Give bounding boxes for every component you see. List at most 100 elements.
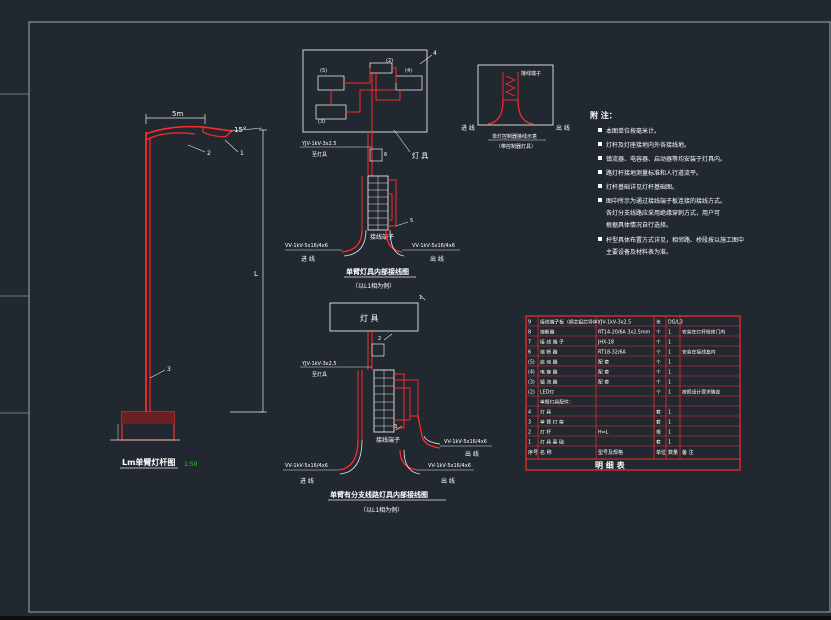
note-bullet (598, 184, 602, 188)
wiring2-number-1: 1 (419, 295, 422, 301)
wiring1-subtitle: （以L1相为例） (352, 282, 395, 290)
fuse-box (369, 148, 383, 162)
table-cell: 4 (528, 410, 531, 416)
wiring1-cable-left-label: YJV-1kV-3x2.5 (301, 141, 337, 147)
note-item: 镇流器、电容器、启动器等均安装于灯具内。 (606, 155, 726, 163)
wiring1-cable-left-sub: 至灯具 (312, 151, 327, 158)
sheet-frame (28, 21, 831, 613)
pole-label-1: 1 (240, 150, 244, 157)
table-cell: 接 线 端 子 (540, 339, 564, 346)
terminal-slots (374, 370, 394, 432)
table-cell: 单臂灯具配件： (540, 399, 574, 406)
leader-line (395, 425, 403, 431)
lamp-cable (367, 331, 373, 370)
table-cell: 配 套 (598, 359, 609, 366)
component-box (395, 75, 423, 91)
pole-drawing: 5m 15° L 2 1 3 Lm单臂灯杆图 1:50 (110, 110, 267, 469)
wiring1-bottom-right-dir: 出 线 (430, 255, 444, 263)
lamp-housing-box (302, 49, 428, 133)
table-cell: 套 (656, 419, 661, 426)
table-cell: 7 (528, 340, 531, 346)
controller-coil-wiring (502, 72, 519, 101)
dim-height-label: L (254, 270, 258, 278)
wiring2-bottom-right-dir: 出 线 (441, 477, 455, 485)
detail-in-curve (487, 99, 504, 125)
wiring1-title: 单臂灯具内部接线图 (346, 267, 409, 276)
wiring2-lamp-label: 灯 具 (360, 313, 379, 323)
terminal-jumper-wires (394, 373, 419, 429)
table-cell: 个 (656, 380, 661, 386)
component-tag: (3) (318, 119, 325, 125)
lamp-box (329, 302, 419, 332)
table-cell: 个 (656, 330, 661, 336)
table-cell: 1 (668, 380, 671, 386)
table-cell: 个 (656, 360, 661, 366)
table-cell: 1 (668, 340, 671, 346)
table-header: 序号名 称型号及规格单位数量备 注 (528, 449, 694, 456)
note-bullet (598, 128, 602, 132)
table-cell: (2) (528, 390, 535, 396)
table-cell: LED灯 (540, 389, 554, 396)
table-cell: 根 (656, 429, 661, 436)
lamp-feed-wire (375, 73, 401, 101)
pole-drawing-title: Lm单臂灯杆图 (122, 457, 175, 467)
table-cell: 1 (668, 350, 671, 356)
table-cell: 配 套 (598, 369, 609, 376)
wiring2-branch-dir: 出 线 (465, 450, 479, 458)
wiring2-number-2: 2 (378, 336, 381, 342)
note-item: 路灯杆接地测量标准和人行道流平。 (606, 169, 702, 177)
controller-detail: 接线端子 进 线 出 线 单灯控制器接线示意 （带控制器灯具） (461, 64, 570, 150)
table-cell: 9 (528, 320, 531, 326)
note-item: 根据具体情况自行选择。 (606, 221, 672, 229)
detail-box (477, 64, 554, 126)
wiring2-subtitle: （以L1相为例） (360, 506, 403, 514)
note-item: 图中所示为通过接线端子板连接的接线方式。 (606, 197, 726, 205)
outgoing-cable-curve (389, 229, 405, 257)
wiring-diagram-1: (5) (3) (2) (4) 4 YJV-1kV-3x2.5 至灯具 灯 具 … (285, 49, 460, 290)
table-cell: 个 (656, 340, 661, 346)
dim-top-label: 5m (172, 110, 183, 118)
wiring2-title: 单臂有分支线路灯具内部接线图 (330, 490, 428, 499)
table-cell: 8 (528, 330, 531, 336)
table-cell: 2 (528, 430, 531, 436)
note-item: 本图单位按毫米计。 (606, 127, 660, 135)
table-cell: 1 (668, 370, 671, 376)
leader-line (419, 54, 433, 65)
component-box (315, 104, 347, 120)
wiring1-bottom-left-dir: 进 线 (301, 255, 315, 263)
outgoing-cable-curve (403, 449, 421, 475)
component-tag: (5) (320, 68, 327, 74)
table-cell: 套 (656, 409, 661, 416)
leader-line (419, 294, 426, 301)
table-header-cell: 序号 (528, 449, 538, 456)
table-cell: 灯 杆 (540, 429, 551, 436)
table-cell: 个 (656, 370, 661, 376)
table-cell: 安装在接线盒内 (682, 349, 716, 356)
note-bullet (598, 198, 602, 202)
table-cell: H=L (598, 430, 609, 436)
fuse-box (371, 343, 385, 357)
table-cell: 灯 具 (540, 409, 551, 416)
table-header-cell: 备 注 (682, 449, 694, 456)
component-box (317, 75, 345, 91)
table-cell: 1 (668, 440, 671, 446)
wiring2-cable-left-label: YJV-1kV-3x2.5 (301, 361, 337, 367)
table-cell: 1 (668, 390, 671, 396)
pole-arm-brace (145, 132, 196, 141)
wiring2-bottom-left-dir: 进 线 (300, 477, 314, 485)
incoming-cable-curve (343, 229, 367, 257)
outgoing-cable-curve (385, 229, 403, 253)
table-cell: 熔断器 (540, 329, 555, 336)
table-cell: RT18-32/6A (598, 350, 627, 356)
table-header-cell: 数量 (668, 449, 678, 456)
table-cell: 安装在灯杆检修门内 (682, 329, 725, 336)
table-cell: (5) (528, 360, 535, 366)
pole-label-2: 2 (207, 150, 211, 157)
branch-cable-curve (417, 415, 441, 449)
outgoing-cable-curve (399, 449, 419, 471)
detail-terminal-label: 接线端子 (521, 70, 541, 77)
table-cell: 1 (668, 420, 671, 426)
